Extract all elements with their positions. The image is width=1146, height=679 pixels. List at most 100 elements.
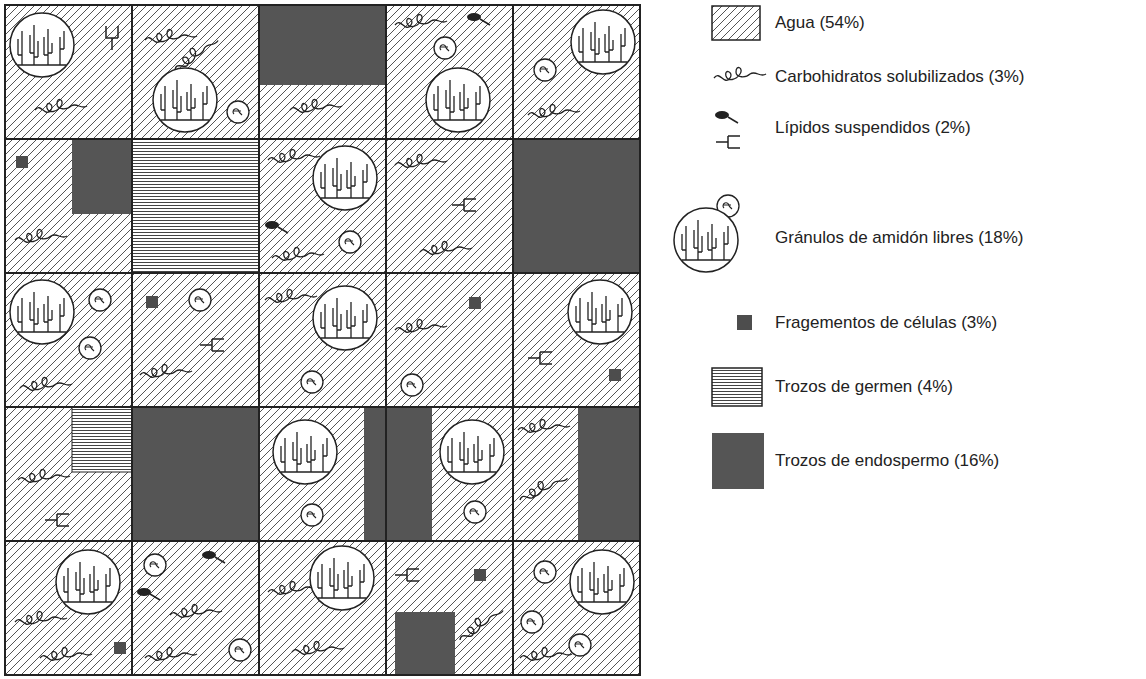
small-granule xyxy=(534,561,556,583)
cell-fragment xyxy=(114,642,126,654)
small-granule xyxy=(227,101,249,123)
lipid-drop xyxy=(467,13,490,25)
carbohydrate-symbol xyxy=(265,290,317,303)
endosperm-piece xyxy=(72,139,132,214)
small-granule xyxy=(464,501,486,523)
endosperm-pieces xyxy=(72,5,640,675)
germ-sample xyxy=(712,368,762,406)
germ-piece xyxy=(132,139,259,273)
carbohydrate-symbol xyxy=(170,35,221,72)
carbohydrate-symbol xyxy=(18,470,70,483)
carbohydrate-symbol xyxy=(145,648,197,661)
carbohydrate-symbol xyxy=(140,365,192,378)
legend-label: Trozos de germen (4%) xyxy=(775,377,953,397)
lipid-drop xyxy=(202,551,225,563)
small-granule xyxy=(401,374,423,396)
small-granule xyxy=(89,289,111,311)
starch-granule xyxy=(56,550,120,614)
legend-label: Fragementos de células (3%) xyxy=(775,313,997,333)
carbohydrate-symbol xyxy=(395,320,447,333)
cell-symbols xyxy=(10,10,635,661)
lipid-symbol xyxy=(528,352,552,364)
legend-swatch xyxy=(737,315,752,330)
carbohydrate-symbol xyxy=(290,100,342,113)
carbohydrate-symbol xyxy=(15,612,67,625)
small-granule xyxy=(301,371,323,393)
carbohydrate-symbol xyxy=(520,648,572,661)
carbohydrate-sample xyxy=(714,68,766,81)
lipid-drop xyxy=(265,221,288,233)
starch-granule xyxy=(313,286,377,350)
grid-lines xyxy=(5,5,640,675)
endosperm-piece xyxy=(132,407,259,541)
starch-granule xyxy=(10,13,74,77)
starch-granule xyxy=(273,420,337,484)
endosperm-piece xyxy=(386,407,432,541)
cell-fragment xyxy=(469,297,481,309)
starch-granule xyxy=(313,146,377,210)
grid-frame xyxy=(5,5,640,675)
starch-granule xyxy=(570,550,634,614)
small-granule xyxy=(189,289,211,311)
carbohydrate-symbol xyxy=(395,15,447,28)
legend-label: Trozos de endospermo (16%) xyxy=(775,451,999,471)
legend-label: Gránulos de amidón libres (18%) xyxy=(775,228,1024,248)
endosperm-piece xyxy=(578,407,640,541)
small-granule xyxy=(569,634,591,656)
carbohydrate-symbol xyxy=(268,150,320,163)
water-sample xyxy=(712,6,760,40)
legend-label: Carbohidratos solubilizados (3%) xyxy=(775,67,1024,87)
starch-granule xyxy=(10,280,74,344)
legend-samples xyxy=(674,6,766,406)
lipid-symbol xyxy=(200,339,224,351)
carbohydrate-symbol xyxy=(145,30,197,43)
lipid-symbol xyxy=(45,514,69,526)
lipid-sample xyxy=(715,111,738,123)
cell-fragment xyxy=(609,369,621,381)
endosperm-piece xyxy=(364,407,386,541)
granule-sample xyxy=(674,208,738,272)
grid xyxy=(5,5,640,675)
endosperm-piece xyxy=(513,139,640,273)
starch-granule xyxy=(440,420,504,484)
small-granule xyxy=(79,337,101,359)
cell-fragment xyxy=(146,296,158,308)
lipid-symbol xyxy=(452,199,476,211)
legend-swatch xyxy=(712,433,764,489)
carbohydrate-symbol xyxy=(35,100,87,113)
legend-label: Agua (54%) xyxy=(775,13,865,33)
carbohydrate-symbol xyxy=(395,155,447,168)
starch-granule xyxy=(310,546,374,610)
small-granule xyxy=(144,554,166,576)
small-granule xyxy=(534,59,556,81)
carbohydrate-symbol xyxy=(40,648,92,661)
lipid-drop xyxy=(137,588,160,600)
lipid-symbol xyxy=(106,26,118,50)
carbohydrate-symbol xyxy=(420,242,472,255)
starch-granule xyxy=(426,68,490,132)
endosperm-piece xyxy=(395,612,455,675)
carbohydrate-symbol xyxy=(292,642,344,655)
starch-granule xyxy=(568,280,632,344)
starch-granule xyxy=(153,68,217,132)
carbohydrate-symbol xyxy=(518,420,570,433)
carbohydrate-symbol xyxy=(15,230,67,243)
cell-fragment xyxy=(16,156,28,168)
small-granule xyxy=(229,639,251,661)
small-granule xyxy=(521,611,543,633)
small-granule xyxy=(339,231,361,253)
lipid-symbol xyxy=(395,569,419,581)
carbohydrate-symbol xyxy=(528,105,580,118)
water-hatch xyxy=(5,5,640,675)
carbohydrate-symbol xyxy=(455,605,506,642)
germ-pieces xyxy=(72,139,259,472)
starch-granule xyxy=(571,10,635,74)
germ-piece xyxy=(72,407,132,472)
legend-label: Lípidos suspendidos (2%) xyxy=(775,118,971,138)
small-granule xyxy=(301,504,323,526)
carbohydrate-symbol xyxy=(170,605,222,618)
lipid-sample xyxy=(716,136,740,148)
cell-fragment xyxy=(474,569,486,581)
